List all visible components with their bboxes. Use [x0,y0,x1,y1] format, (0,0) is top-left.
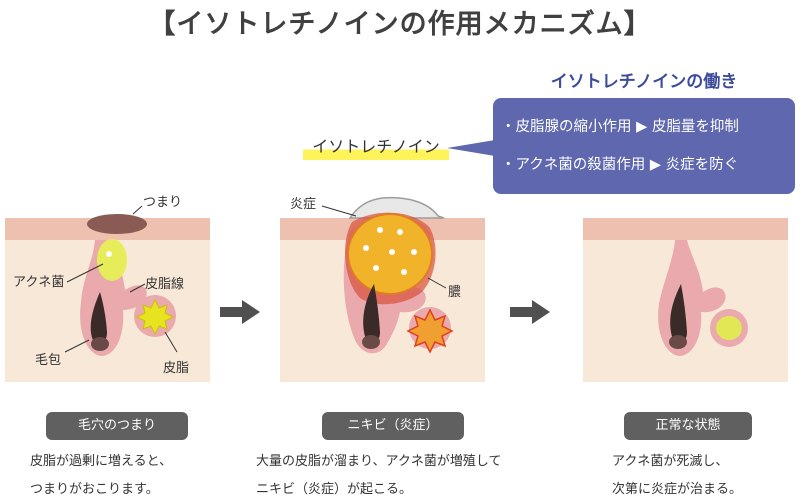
panel-normal [583,192,788,382]
callout-item-antibacterial: ・アクネ菌の殺菌作用 ▶ 炎症を防ぐ [501,157,739,173]
bacteria-dot [397,229,403,235]
leader-line [164,331,178,353]
label-inflammation: 炎症 [290,197,316,212]
hair [90,292,107,346]
hair-bulb [362,335,380,349]
normal-illustration [583,218,788,382]
callout-box: ・皮脂腺の縮小作用 ▶ 皮脂量を抑制 ・アクネ菌の殺菌作用 ▶ 炎症を防ぐ [493,98,795,194]
bacteria-dot [389,249,395,255]
stage-label-pimple: ニキビ（炎症） [322,412,464,440]
label-acne: アクネ菌 [13,275,64,290]
bacteria-dot [363,245,369,251]
description-line: 次第に炎症が治まる。 [612,482,743,497]
label-sebaceous: 皮脂線 [145,276,184,292]
label-sebum: 皮脂 [163,361,189,376]
description-line: ニキビ（炎症）が起こる。 [256,482,413,497]
label-tsumari: つまり [143,195,182,210]
bacteria-dot [373,265,379,271]
stage-label-normal: 正常な状態 [624,412,752,440]
page-title: 【イソトレチノインの作用メカニズム】 [148,9,652,40]
arrow-right-icon [220,300,260,324]
description-line: 皮脂が過剰に増えると、 [30,454,173,469]
skin-surface [583,218,788,240]
clogged-pore-illustration: つまり アクネ菌 皮脂線 毛包 皮脂 [5,195,210,382]
acne-bacteria [97,239,127,281]
description-clogged: 皮脂が過剰に増えると、 つまりがおこります。 [30,448,172,504]
description-line: つまりがおこります。 [30,482,159,497]
sebum [135,298,175,336]
bacteria-dot [401,269,407,275]
description-line: 大量の皮脂が溜まり、アクネ菌が増殖して [256,454,502,469]
bacteria-dot [106,251,112,257]
leader-line [321,205,357,217]
description-normal: アクネ菌が死滅し、 次第に炎症が治まる。 [612,448,742,504]
callout-title: イソトレチノインの働き [550,72,738,92]
leader-line [66,263,104,283]
callout-item-sebaceous: ・皮脂腺の縮小作用 ▶ 皮脂量を抑制 [501,119,739,135]
pore-plug [87,214,147,234]
hair [363,284,380,344]
label-pus: 膿 [448,285,461,300]
drug-label: イソトレチノイン [303,134,449,160]
hair-bulb [669,335,687,349]
leader-line [427,277,447,289]
bacteria-dot [377,227,383,233]
sebum [406,308,454,354]
panel-clogged-pore: つまり アクネ菌 皮脂線 毛包 皮脂 [5,192,210,382]
hair [670,284,687,344]
description-pimple: 大量の皮脂が溜まり、アクネ菌が増殖して ニキビ（炎症）が起こる。 [256,448,501,504]
leader-line [132,205,143,215]
sebum [716,316,742,340]
label-follicle: 毛包 [35,353,61,368]
leader-line [129,283,146,293]
leader-line [64,339,90,353]
panel-pimple: 炎症 膿 [280,192,485,382]
callout-pointer [447,140,495,156]
hair-bulb [91,337,109,351]
stage-label-clogged: 毛穴のつまり [46,412,188,440]
protective-coating [348,196,445,219]
arrow-right-icon [510,300,550,324]
description-line: アクネ菌が死滅し、 [612,454,729,469]
pimple-illustration: 炎症 膿 [280,196,485,382]
bacteria-dot [411,249,417,255]
